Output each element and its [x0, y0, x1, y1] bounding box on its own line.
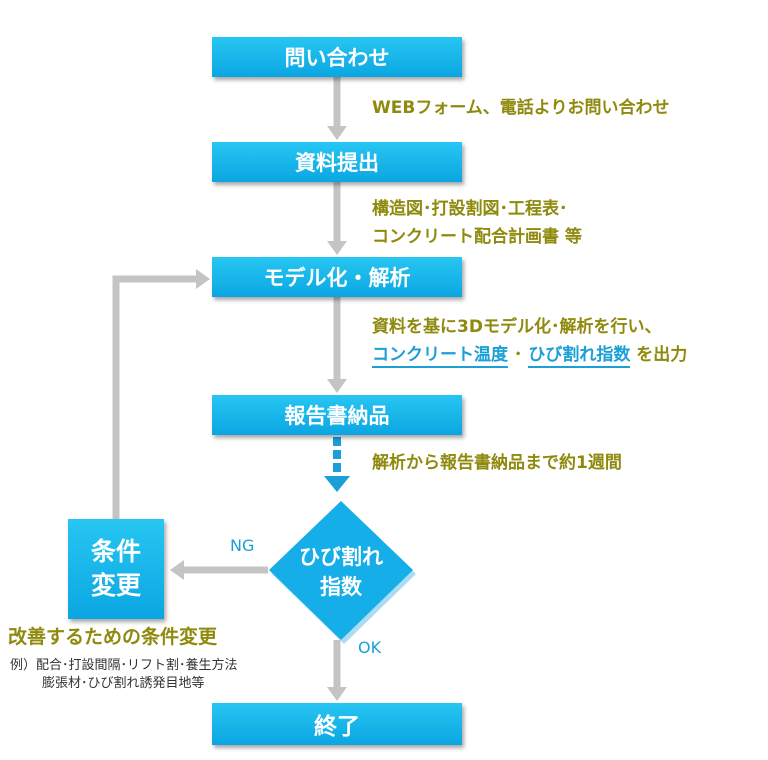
decision-line2: 指数	[320, 575, 362, 599]
note-report: 解析から報告書納品まで約1週間	[372, 453, 622, 473]
step-inquiry: 問い合わせ	[212, 37, 462, 77]
condition-line2: 変更	[90, 571, 141, 600]
dash-segment	[333, 463, 341, 472]
note-submit: 構造図･打設割図･工程表･ コンクリート配合計画書 等	[372, 195, 582, 251]
decision-label: ひび割れ 指数	[283, 529, 399, 615]
arrow-head	[327, 379, 347, 393]
highlight-crack-index: ひび割れ指数	[528, 345, 631, 368]
condition-line1: 条件	[90, 537, 141, 566]
condition-change-box: 条件 変更	[68, 519, 164, 619]
label-ok: OK	[358, 638, 382, 657]
note-model-tail: を出力	[636, 345, 688, 365]
arrow-head	[327, 241, 347, 255]
step-modeling-analysis: モデル化・解析	[212, 257, 462, 297]
arrow-head	[170, 560, 184, 580]
note-submit-line2: コンクリート配合計画書 等	[372, 227, 582, 247]
step-report-delivery: 報告書納品	[212, 395, 462, 435]
improvement-example-1: 例）配合･打設間隔･リフト割･養生方法	[10, 658, 238, 673]
step-end: 終了	[212, 703, 462, 745]
arrow-condition-to-model	[112, 275, 198, 519]
arrow-head	[196, 269, 210, 289]
improvement-example-2: 膨張材･ひび割れ誘発目地等	[42, 676, 205, 691]
dash-segment	[333, 450, 341, 459]
improvement-title: 改善するための条件変更	[8, 626, 218, 648]
note-inquiry: WEBフォーム、電話よりお問い合わせ	[372, 98, 670, 118]
step-submit-documents: 資料提出	[212, 142, 462, 182]
note-model: 資料を基に3Dモデル化･解析を行い、 コンクリート温度 ･ ひび割れ指数 を出力	[372, 313, 687, 369]
decision-diamond	[269, 501, 413, 640]
arrow-head	[327, 126, 347, 140]
highlight-concrete-temperature: コンクリート温度	[372, 345, 508, 368]
note-submit-line1: 構造図･打設割図･工程表･	[372, 199, 568, 219]
note-model-sep: ･	[513, 345, 523, 365]
arrow-head-blue	[324, 476, 350, 492]
label-ng: NG	[230, 536, 255, 555]
decision-line1: ひび割れ	[299, 545, 383, 569]
arrow-head	[327, 687, 347, 701]
note-model-line2: コンクリート温度 ･ ひび割れ指数 を出力	[372, 341, 687, 369]
note-model-line1: 資料を基に3Dモデル化･解析を行い、	[372, 317, 662, 337]
dash-segment	[333, 437, 341, 446]
